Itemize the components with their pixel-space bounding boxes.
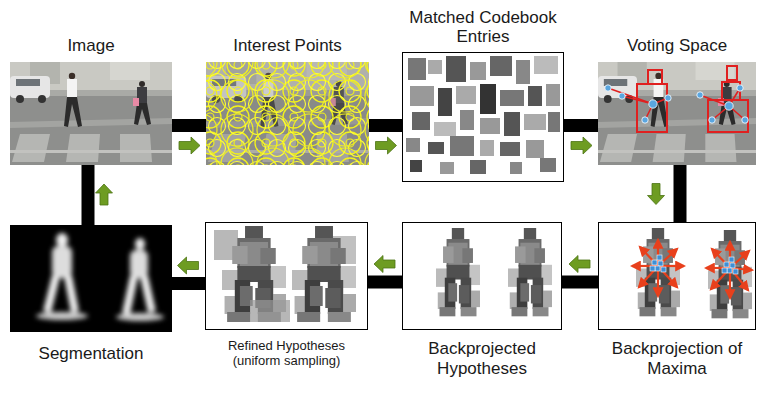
flow-connector [88,165,113,225]
connector-bar [369,119,402,132]
street-photo [10,62,172,165]
panel-label: Image [10,36,172,56]
connector-bar [564,119,598,132]
panel-label: Refined Hypotheses (uniform sampling) [205,339,368,369]
connector-bar [368,276,402,289]
flow-arrowhead [374,256,395,273]
codebook-patches [403,53,564,182]
backprojection-maxima-panel: Backprojection of Maxima [598,222,756,330]
panel-label: Matched Codebook Entries [402,8,564,47]
flow-connector [564,126,598,155]
flow-arrowhead [178,257,199,274]
segmentation-panel: Segmentation [10,225,172,332]
connector-bar [172,277,205,290]
flow-connector [562,256,598,283]
connector-bar [82,165,95,225]
flow-connector [368,256,402,283]
segmentation-mask [10,225,172,332]
connector-bar [172,119,206,132]
flow-connector [172,257,205,284]
flow-connector [648,165,681,222]
codebook-panel: Matched Codebook Entries [402,52,564,182]
image-panel: Image [10,62,172,165]
interest-points-photo [206,62,369,165]
backprojected-hypotheses [403,223,562,330]
panel-label: Backprojection of Maxima [598,339,756,378]
flow-arrowhead [571,137,592,154]
refined-hypotheses-panel: Refined Hypotheses (uniform sampling) [205,222,368,330]
voting-space-photo [598,62,756,165]
backprojection-maxima [599,223,756,330]
backprojected-hypotheses-panel: Backprojected Hypotheses [402,222,562,330]
flow-arrowhead [96,184,113,205]
voting-space-panel: Voting Space [598,62,756,165]
flow-arrowhead [179,137,200,154]
panel-label: Interest Points [206,36,369,56]
flow-arrowhead [569,256,590,273]
panel-label: Voting Space [598,36,756,56]
interest-points-panel: Interest Points [206,62,369,165]
flow-connector [172,126,206,155]
flow-connector [369,126,402,155]
connector-bar [562,276,598,289]
panel-label: Backprojected Hypotheses [402,339,562,378]
connector-bar [674,165,687,222]
refined-hypotheses [206,223,368,330]
flow-arrowhead [376,137,397,154]
flow-arrowhead [648,184,665,205]
panel-label: Segmentation [10,344,172,364]
